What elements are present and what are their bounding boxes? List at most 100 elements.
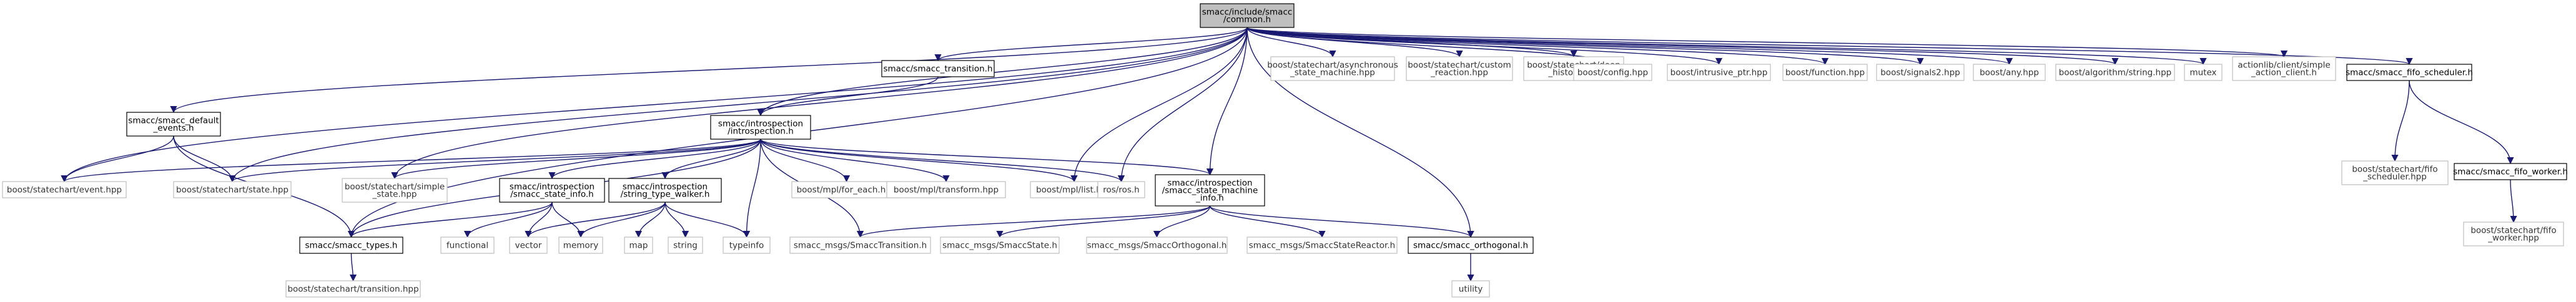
edge-introspection-to-state_info — [548, 139, 761, 180]
node-label: /introspection.h — [728, 127, 794, 137]
node-msg-orthogonal[interactable]: smacc_msgs/SmaccOrthogonal.h — [1086, 236, 1228, 254]
edge-types-to-sc_transition — [349, 253, 357, 282]
edge-state_machine_info-to-msg_orthogonal — [1153, 205, 1211, 238]
edge-fifo_scheduler-to-fifo_worker — [2409, 80, 2514, 165]
node-label: boost/statechart/fifo — [2352, 165, 2437, 175]
node-label: _state.hpp — [372, 190, 417, 200]
node-box — [1097, 181, 1145, 198]
node-root[interactable]: smacc/include/smacc/common.h — [1200, 3, 1295, 28]
node-vector[interactable]: vector — [509, 236, 548, 254]
node-any[interactable]: boost/any.hpp — [1973, 64, 2046, 81]
node-ros[interactable]: ros/ros.h — [1097, 181, 1145, 198]
node-orthogonal[interactable]: smacc/smacc_orthogonal.h — [1408, 236, 1534, 254]
node-string-type-walker[interactable]: smacc/introspection/string_type_walker.h — [608, 178, 722, 203]
node-box — [2463, 222, 2564, 246]
node-simple-state[interactable]: boost/statechart/simple_state.hpp — [342, 178, 448, 203]
node-signals2[interactable]: boost/signals2.hpp — [1876, 64, 1965, 81]
node-typeinfo[interactable]: typeinfo — [723, 236, 771, 254]
node-label: smacc/introspection — [510, 182, 595, 192]
node-box — [608, 178, 722, 203]
edge-state_info-to-memory — [551, 202, 585, 238]
node-sc-fifo-worker[interactable]: boost/statechart/fifo_worker.hpp — [2463, 222, 2564, 246]
node-memory[interactable]: memory — [558, 236, 603, 254]
edge-root-to-async_sm — [1246, 27, 1336, 58]
node-box — [440, 236, 495, 254]
node-label: smacc/introspection — [623, 182, 708, 192]
edge-root-to-state_machine_info — [1206, 27, 1248, 176]
node-box — [1667, 64, 1771, 81]
node-box — [1246, 236, 1398, 254]
node-function[interactable]: boost/function.hpp — [1782, 64, 1868, 81]
node-config[interactable]: boost/config.hpp — [1573, 64, 1652, 81]
node-label: utility — [1459, 285, 1483, 295]
node-fifo-scheduler[interactable]: smacc/smacc_fifo_scheduler.h — [2346, 64, 2473, 81]
node-sc-fifo-scheduler[interactable]: boost/statechart/fifo_scheduler.hpp — [2341, 160, 2449, 185]
node-label: boost/any.hpp — [1980, 68, 2039, 78]
edge-root-to-state — [229, 27, 1248, 183]
node-box — [126, 112, 221, 137]
node-box — [509, 236, 548, 254]
edge-introspection-to-simple_state — [391, 139, 761, 180]
node-msg-transition[interactable]: smacc_msgs/SmaccTransition.h — [789, 236, 931, 254]
node-custom-reaction[interactable]: boost/statechart/custom_reaction.hpp — [1406, 56, 1513, 81]
node-fifo-worker[interactable]: smacc/smacc_fifo_worker.h — [2453, 163, 2568, 180]
node-box — [558, 236, 603, 254]
node-state[interactable]: boost/statechart/state.hpp — [173, 181, 292, 198]
node-box — [1408, 236, 1534, 254]
node-algorithm-string[interactable]: boost/algorithm/string.hpp — [2055, 64, 2175, 81]
node-box — [1406, 56, 1513, 81]
edge-default_events-to-event — [61, 135, 174, 183]
node-transition[interactable]: smacc/smacc_transition.h — [881, 60, 995, 77]
edge-default_events-to-state — [173, 135, 236, 183]
node-box — [1451, 280, 1490, 298]
node-box — [723, 236, 771, 254]
edge-fifo_scheduler-to-sc_fifo_scheduler — [2391, 80, 2410, 162]
node-box — [886, 181, 1006, 198]
node-utility[interactable]: utility — [1451, 280, 1490, 298]
node-state-machine-info[interactable]: smacc/introspection/smacc_state_machine_… — [1155, 174, 1265, 207]
node-simple-action-client[interactable]: actionlib/client/simple_action_client.h — [2232, 56, 2336, 81]
node-box — [710, 115, 811, 140]
node-async-sm[interactable]: boost/statechart/asynchronous_state_mach… — [1267, 56, 1398, 81]
edge-introspection-to-state_machine_info — [760, 139, 1213, 176]
node-map[interactable]: map — [624, 236, 653, 254]
node-label: boost/algorithm/string.hpp — [2059, 68, 2171, 78]
node-functional[interactable]: functional — [440, 236, 495, 254]
node-label: boost/statechart/event.hpp — [7, 185, 122, 195]
node-label: _scheduler.hpp — [2362, 172, 2427, 182]
node-box — [285, 280, 421, 298]
node-box — [624, 236, 653, 254]
node-for-each[interactable]: boost/mpl/for_each.hpp — [791, 181, 902, 198]
node-label: smacc/smacc_fifo_worker.h — [2453, 167, 2568, 177]
edge-introspection-to-transform — [760, 139, 950, 183]
node-box — [1270, 56, 1395, 81]
node-state-info[interactable]: smacc/introspection/smacc_state_info.h — [499, 178, 605, 203]
node-msg-state[interactable]: smacc_msgs/SmaccState.h — [940, 236, 1060, 254]
node-label: smacc_msgs/SmaccOrthogonal.h — [1087, 241, 1227, 251]
node-label: _worker.hpp — [2487, 233, 2539, 243]
node-mutex[interactable]: mutex — [2184, 64, 2223, 81]
node-box — [1973, 64, 2046, 81]
node-box — [881, 60, 995, 77]
node-transform[interactable]: boost/mpl/transform.hpp — [886, 181, 1006, 198]
node-label: smacc_msgs/SmaccState.h — [942, 241, 1057, 251]
node-event[interactable]: boost/statechart/event.hpp — [2, 181, 127, 198]
node-msg-state-reactor[interactable]: smacc_msgs/SmaccStateReactor.h — [1246, 236, 1398, 254]
node-box — [2184, 64, 2223, 81]
node-default-events[interactable]: smacc/smacc_default_events.h — [126, 112, 221, 137]
node-introspection[interactable]: smacc/introspection/introspection.h — [710, 115, 811, 140]
node-label: boost/signals2.hpp — [1880, 68, 1960, 78]
edge-introspection-to-mpl_list — [760, 139, 1078, 183]
edge-root-to-mpl_list — [1070, 27, 1248, 183]
edge-root-to-intrusive_ptr — [1246, 27, 1722, 66]
edge-root-to-orthogonal — [1246, 27, 1474, 238]
node-types[interactable]: smacc/smacc_types.h — [299, 236, 403, 254]
node-label: boost/function.hpp — [1785, 68, 1865, 78]
node-string[interactable]: string — [668, 236, 703, 254]
node-sc-transition[interactable]: boost/statechart/transition.hpp — [285, 280, 421, 298]
node-intrusive-ptr[interactable]: boost/intrusive_ptr.hpp — [1667, 64, 1771, 81]
node-label: boost/statechart/state.hpp — [176, 185, 289, 195]
edge-state_info-to-types — [348, 202, 553, 238]
edge-fifo_worker-to-sc_fifo_worker — [2510, 179, 2517, 223]
node-label: smacc/include/smacc — [1202, 7, 1293, 17]
